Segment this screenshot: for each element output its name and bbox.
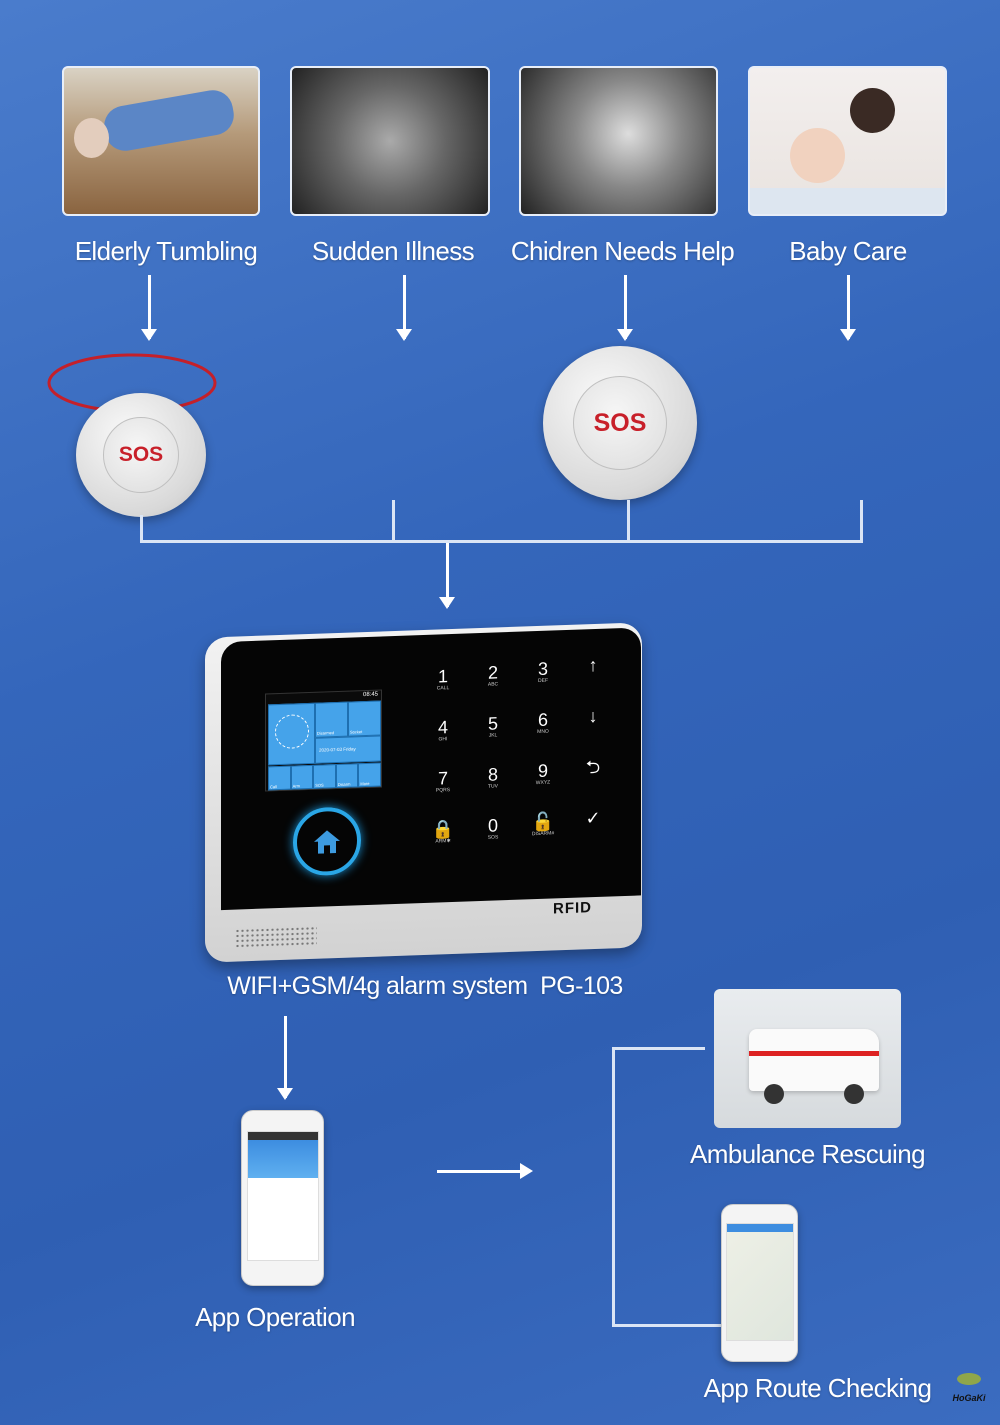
smartphone-route	[721, 1204, 798, 1362]
screen-tile-label: Socket	[350, 729, 363, 735]
home-icon	[314, 830, 340, 854]
scenario-label-children: Chidren Needs Help	[510, 236, 735, 266]
key-main: 🔓	[531, 811, 555, 833]
arrow-down-icon	[617, 275, 633, 341]
ambulance-photo	[714, 989, 901, 1128]
arrow-down-icon	[396, 275, 412, 341]
arrow-right-icon	[437, 1170, 522, 1173]
key-main: ⮌	[585, 756, 601, 778]
key-main: ↑	[588, 654, 598, 676]
sos-label: SOS	[103, 417, 179, 493]
screen-menu-item: More	[360, 780, 370, 787]
key-main: ✓	[585, 807, 601, 829]
sudden-illness-photo	[290, 66, 490, 216]
connector-line	[627, 500, 630, 543]
screen-tile-label: Disarmed	[317, 730, 335, 736]
bracket-line	[612, 1047, 705, 1050]
screen-date: 2020-07-03 Friday	[319, 746, 356, 753]
smartphone-app	[241, 1110, 324, 1286]
key-main: 4	[437, 717, 448, 738]
device-caption: WIFI+GSM/4g alarm system PG-103	[227, 972, 623, 1000]
baby-care-photo	[748, 66, 947, 216]
connector-line	[392, 500, 395, 543]
keypad-key: 🔒ARM✱	[423, 818, 463, 845]
key-main: 8	[487, 764, 498, 785]
route-checking-label: App Route Checking	[703, 1373, 932, 1403]
scenario-label-elderly: Elderly Tumbling	[74, 236, 258, 266]
arrow-down-icon	[840, 275, 856, 341]
sos-label: SOS	[573, 376, 667, 470]
screen-menu-item: Arm	[292, 783, 300, 789]
key-main: 9	[537, 760, 548, 782]
key-main: 0	[487, 815, 498, 836]
scenario-label-baby: Baby Care	[789, 236, 907, 266]
key-main: 5	[487, 713, 498, 734]
key-main: ↓	[588, 705, 598, 727]
alarm-panel-device: 08:45 Disarmed Socket 2020-07-03 Friday …	[205, 622, 642, 967]
key-main: 6	[537, 709, 548, 731]
arrow-down-icon	[439, 543, 455, 609]
screen-menu-item: SOS	[315, 782, 324, 788]
hogaki-logo: HoGaKi	[940, 1370, 998, 1415]
arrow-down-icon	[277, 1016, 293, 1100]
ambulance-label: Ambulance Rescuing	[690, 1139, 926, 1169]
keypad-key: ⮌	[573, 756, 613, 778]
elderly-tumbling-photo	[62, 66, 260, 216]
home-button	[293, 806, 361, 877]
arrow-down-icon	[141, 275, 157, 341]
scenario-label-illness: Sudden Illness	[311, 236, 475, 266]
speaker-grille	[235, 925, 317, 949]
connector-line	[140, 540, 863, 543]
app-operation-label: App Operation	[195, 1302, 355, 1332]
key-main: 🔒	[431, 818, 455, 840]
bracket-line	[612, 1324, 722, 1327]
sos-panic-button: SOS	[543, 346, 697, 500]
leaf-icon	[957, 1373, 981, 1385]
screen-menu-item: Call	[270, 784, 277, 790]
keypad-key: 🔓DISARM#	[523, 811, 563, 837]
screen-time: 08:45	[362, 691, 378, 699]
keypad-key: ✓	[573, 807, 613, 829]
key-main: 2	[487, 662, 498, 683]
children-needs-help-photo	[519, 66, 718, 216]
screen-menu-item: Disarm	[337, 781, 351, 787]
rfid-label: RFID	[553, 899, 592, 918]
sos-pendant-button: SOS	[76, 393, 206, 517]
connector-line	[860, 500, 863, 543]
keypad-key: ↓	[573, 705, 613, 727]
key-main: 3	[537, 658, 548, 680]
key-main: 1	[437, 666, 448, 687]
connector-line	[140, 515, 143, 543]
key-main: 7	[437, 768, 448, 789]
keypad-key: ↑	[573, 654, 613, 676]
lcd-screen: 08:45 Disarmed Socket 2020-07-03 Friday …	[265, 689, 382, 792]
bracket-line	[612, 1047, 615, 1327]
